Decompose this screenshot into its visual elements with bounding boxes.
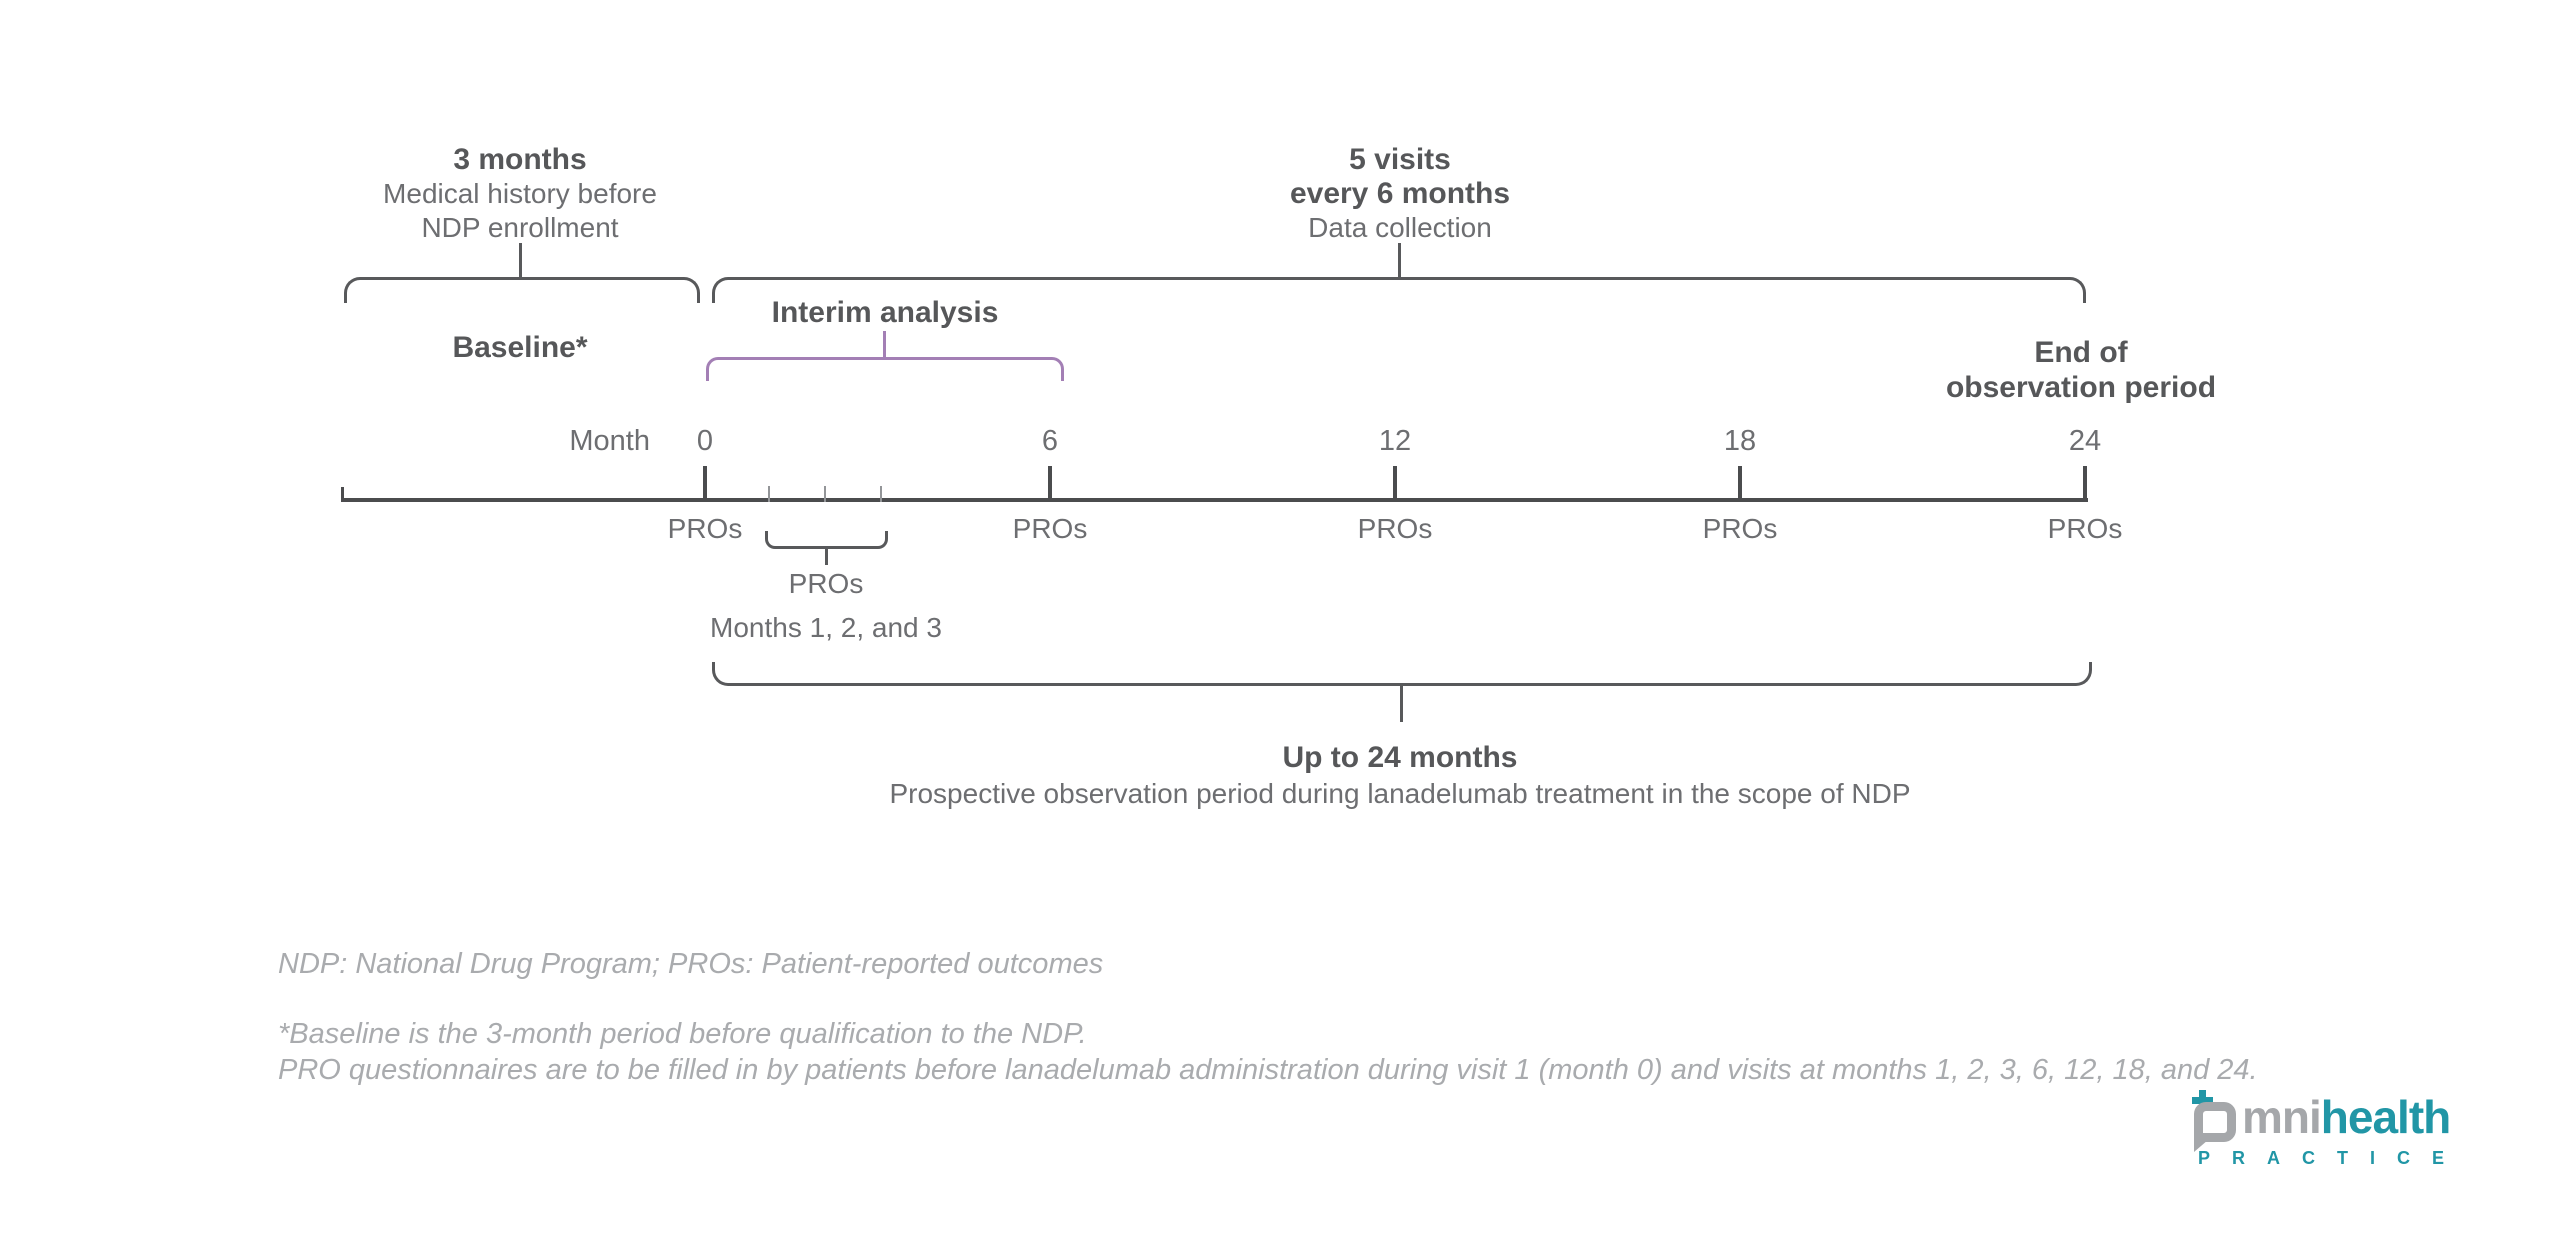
baseline-label: Baseline* [452, 331, 588, 364]
logo-word-health: health [2320, 1091, 2451, 1143]
tick-month-2 [824, 486, 826, 502]
footnote-pro: PRO questionnaires are to be filled in b… [278, 1054, 2258, 1086]
pros-label-months-1-3: PROs [788, 568, 864, 599]
month-tick-label-18: 18 [1723, 425, 1757, 457]
tick-month-6 [1048, 466, 1052, 502]
tick-month-18 [1738, 466, 1742, 502]
pros-label-month-24: PROs [2047, 513, 2123, 544]
omnihealth-logo-mark-icon [2190, 1090, 2242, 1152]
end-of-observation-label: End of observation period [1881, 335, 2281, 405]
axis-start-tick [341, 487, 344, 502]
interim-bracket [706, 357, 1064, 381]
visits-subtitle: Data collection [1308, 212, 1492, 243]
logo-wordmark: mnihealth [2242, 1091, 2451, 1143]
observation-bracket [712, 277, 2086, 303]
footnote-baseline: *Baseline is the 3-month period before q… [278, 1018, 1087, 1050]
tick-month-12 [1393, 466, 1397, 502]
baseline-bracket [344, 277, 700, 303]
end-line1: End of [2034, 336, 2128, 369]
history-annotation: 3 months Medical history before NDP enro… [270, 143, 770, 245]
logo-plus-horizontal [2192, 1097, 2213, 1104]
interim-connector-line [883, 331, 886, 357]
visits-annotation: 5 visits every 6 months Data collection [1150, 143, 1650, 245]
month-tick-label-6: 6 [1041, 425, 1059, 457]
pros-label-month-12: PROs [1357, 513, 1433, 544]
tick-month-0 [703, 466, 707, 502]
history-line1: Medical history before [383, 178, 657, 209]
minor-pros-bracket [765, 531, 888, 549]
history-line2: NDP enrollment [421, 212, 619, 243]
visits-connector-line [1398, 243, 1401, 277]
tick-month-3 [880, 486, 882, 502]
interim-analysis-label: Interim analysis [771, 296, 999, 329]
prospective-subtitle: Prospective observation period during la… [889, 778, 1911, 809]
prospective-title: Up to 24 months [1282, 741, 1518, 774]
month-tick-label-24: 24 [2068, 425, 2102, 457]
months-1-2-3-caption: Months 1, 2, and 3 [710, 612, 942, 643]
pros-label-month-6: PROs [1012, 513, 1088, 544]
omnihealth-logo: mnihealth PRACTICE [2190, 1090, 2480, 1180]
history-connector-line [519, 243, 522, 277]
prospective-period-bracket [712, 662, 2092, 686]
end-line2: observation period [1945, 371, 2217, 404]
visits-title: 5 visits [1349, 143, 1451, 176]
tick-month-24 [2083, 466, 2087, 502]
prospective-connector-line [1400, 686, 1403, 722]
month-tick-label-0: 0 [696, 425, 714, 457]
pros-label-month-0: PROs [667, 513, 743, 544]
month-axis-label: Month [569, 425, 650, 457]
pros-label-month-18: PROs [1702, 513, 1778, 544]
visits-title2: every 6 months [1289, 177, 1511, 210]
month-tick-label-12: 12 [1378, 425, 1412, 457]
timeline-axis [341, 498, 2088, 502]
tick-month-1 [768, 486, 770, 502]
logo-word-mni: mni [2242, 1091, 2322, 1143]
history-title: 3 months [453, 143, 587, 176]
logo-ring [2194, 1102, 2236, 1142]
minor-pros-connector-line [825, 549, 828, 565]
logo-practice-text: PRACTICE [2198, 1148, 2467, 1168]
footnote-abbreviations: NDP: National Drug Program; PROs: Patien… [278, 948, 1104, 980]
